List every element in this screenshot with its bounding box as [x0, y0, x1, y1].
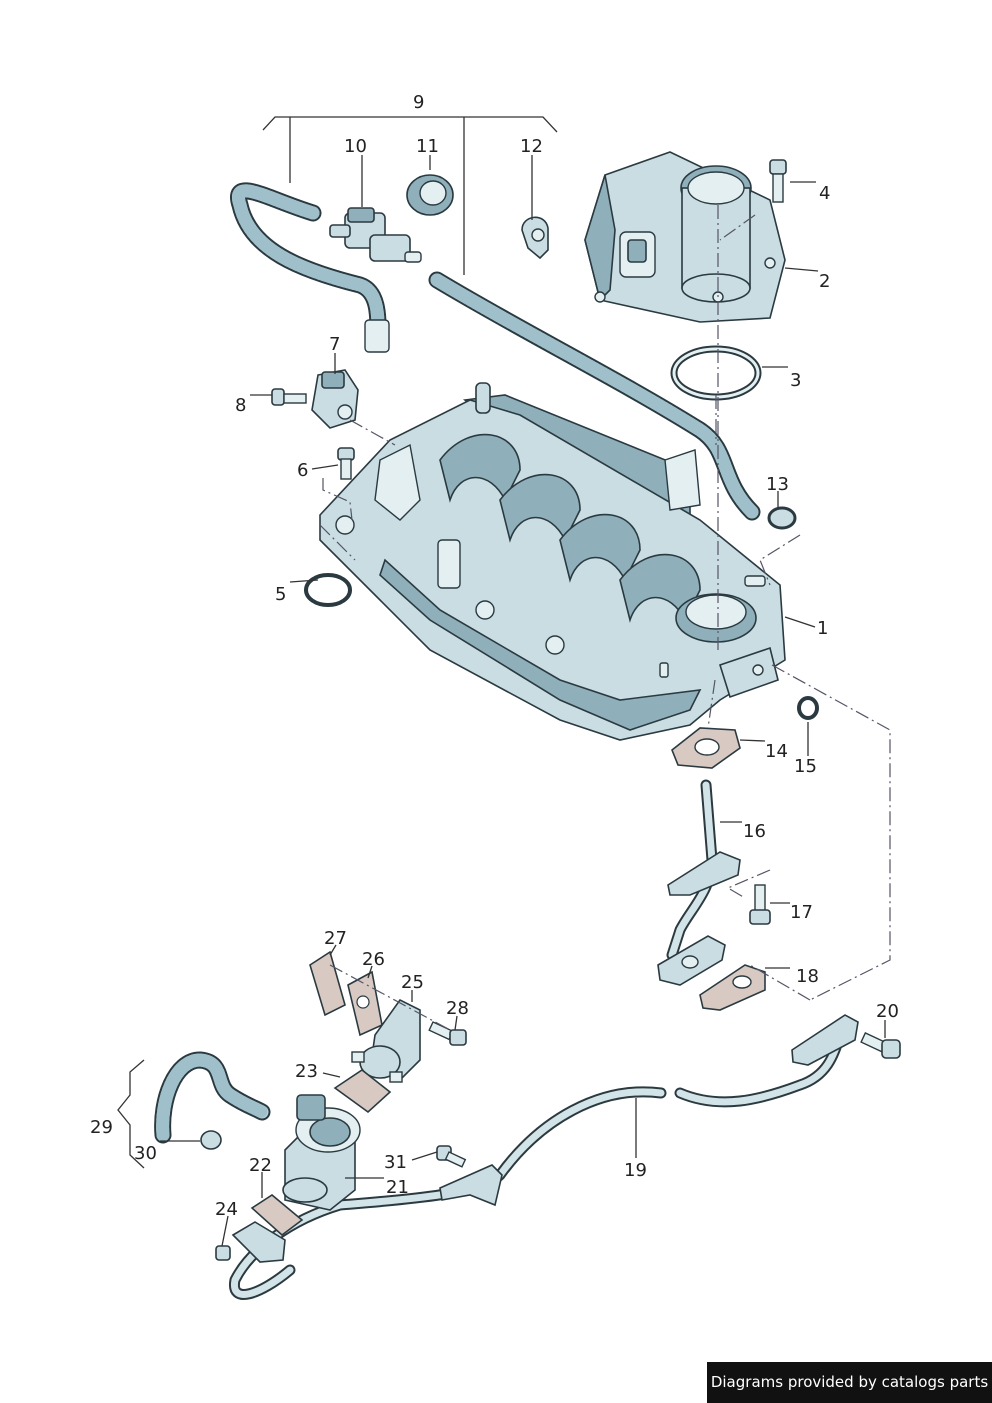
callout-29: 29 — [90, 1117, 113, 1138]
gasket-part-26 — [347, 970, 383, 1037]
callout-8: 8 — [235, 395, 246, 416]
cap-part-30 — [200, 1130, 222, 1150]
screw-part-20 — [860, 1032, 901, 1059]
vacuum-hose — [230, 182, 390, 353]
pipe-part-16 — [657, 779, 741, 986]
clip-part-12 — [521, 216, 549, 260]
screw-part-17 — [749, 884, 771, 925]
callout-24: 24 — [215, 1199, 238, 1220]
clamp-part-13 — [767, 506, 797, 530]
screw-part-8 — [271, 388, 307, 406]
callout-10: 10 — [344, 136, 367, 157]
callout-15: 15 — [794, 756, 817, 777]
alignment-lines — [319, 205, 891, 1031]
callout-5: 5 — [275, 584, 286, 605]
callout-9: 9 — [413, 92, 424, 113]
o-ring-part-15 — [797, 696, 819, 720]
leader-lines — [160, 155, 886, 1247]
group-bracket-29 — [117, 1059, 145, 1169]
group-bracket-9 — [262, 116, 558, 275]
callout-1: 1 — [817, 618, 828, 639]
credit-banner: Diagrams provided by catalogs parts — [707, 1362, 992, 1403]
callout-12: 12 — [520, 136, 543, 157]
callout-26: 26 — [362, 949, 385, 970]
egr-pipe-part-19 — [229, 1014, 859, 1300]
callout-23: 23 — [295, 1061, 318, 1082]
gasket-part-18 — [699, 964, 766, 1011]
gasket-part-23 — [333, 1069, 392, 1114]
long-vacuum-hose — [428, 271, 761, 521]
callout-17: 17 — [790, 902, 813, 923]
screw-part-31 — [436, 1145, 467, 1168]
screw-part-28 — [428, 1021, 467, 1046]
nut-part-24 — [215, 1245, 231, 1261]
callout-27: 27 — [324, 928, 347, 949]
callout-11: 11 — [416, 136, 439, 157]
callout-25: 25 — [401, 972, 424, 993]
callout-14: 14 — [765, 741, 788, 762]
gasket-part-27 — [309, 950, 346, 1017]
valve-part-10 — [329, 207, 422, 263]
callout-4: 4 — [819, 183, 830, 204]
callout-19: 19 — [624, 1160, 647, 1181]
callout-13: 13 — [766, 474, 789, 495]
o-ring-part-5 — [304, 573, 352, 607]
callout-28: 28 — [446, 998, 469, 1019]
o-ring-part-3 — [670, 345, 762, 401]
screw-part-4 — [769, 159, 787, 203]
screw-part-6 — [337, 447, 355, 480]
intake-manifold-part-1 — [319, 382, 786, 741]
callout-labels: 1 2 3 4 5 6 7 8 9 10 11 12 13 14 15 16 1… — [90, 92, 899, 1220]
callout-16: 16 — [743, 821, 766, 842]
hose-part-29 — [154, 1051, 271, 1144]
egr-valve-part-21 — [282, 1094, 361, 1211]
throttle-body-part-2 — [584, 151, 786, 323]
callout-22: 22 — [249, 1155, 272, 1176]
sensor-part-7 — [311, 369, 359, 429]
callout-7: 7 — [329, 334, 340, 355]
callout-2: 2 — [819, 271, 830, 292]
gasket-part-22 — [250, 1194, 304, 1237]
callout-21: 21 — [386, 1177, 409, 1198]
callout-30: 30 — [134, 1143, 157, 1164]
callout-3: 3 — [790, 370, 801, 391]
gasket-part-14 — [671, 727, 741, 769]
seal-ring-part-11 — [406, 174, 454, 216]
adapter-part-25 — [351, 998, 421, 1083]
callout-18: 18 — [796, 966, 819, 987]
callout-6: 6 — [297, 460, 308, 481]
callout-20: 20 — [876, 1001, 899, 1022]
callout-31: 31 — [384, 1152, 407, 1173]
